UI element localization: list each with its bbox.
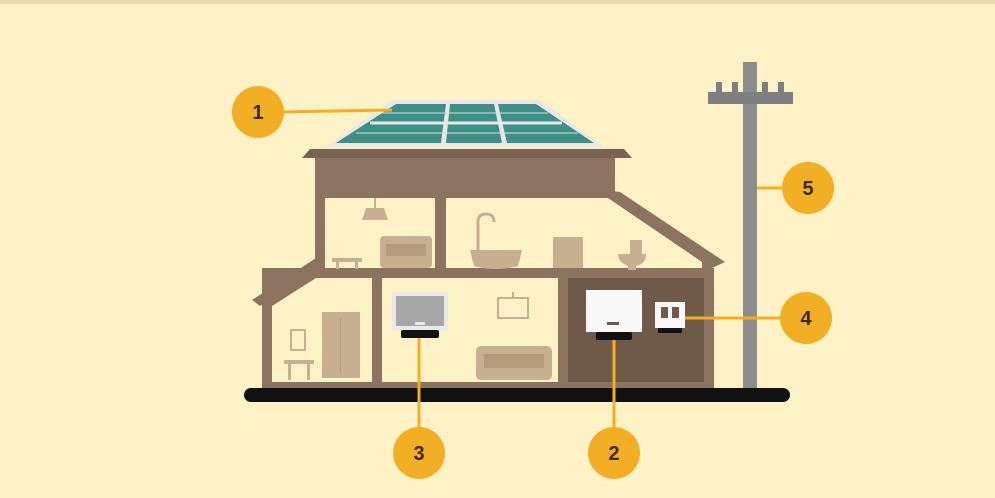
pendant-lamp-icon	[362, 208, 388, 220]
badge-circle	[232, 86, 284, 138]
left-wing-wall	[262, 266, 316, 310]
side-table	[332, 258, 362, 262]
side-table-leg	[355, 262, 358, 269]
meter-slot	[672, 307, 679, 318]
pole-insulator	[716, 82, 722, 92]
bathroom-cabinet	[553, 237, 583, 268]
badge-number: 1	[252, 102, 263, 124]
badge-number: 4	[800, 308, 812, 330]
side-table-leg	[336, 262, 339, 269]
pole-insulator	[732, 82, 738, 92]
inverter-casing	[586, 290, 642, 332]
armchair-cushion	[386, 244, 426, 256]
sofa-cushion	[484, 354, 544, 368]
toilet-icon	[618, 254, 646, 270]
inverter	[586, 290, 642, 340]
callout-badge-5: 5	[782, 162, 834, 214]
callout-badge-4: 4	[780, 292, 832, 344]
small-table	[284, 360, 314, 364]
electric-meter	[655, 302, 685, 333]
solar-panels	[326, 100, 604, 147]
bathtub-icon	[470, 250, 522, 269]
pole-shaft	[743, 62, 757, 392]
badge-circle	[780, 292, 832, 344]
ground-line	[244, 388, 790, 402]
utility-pole	[708, 62, 793, 392]
badge-number: 3	[413, 443, 424, 465]
small-table-leg	[307, 364, 310, 380]
pole-insulator	[778, 82, 784, 92]
callout-badge-2: 2	[588, 427, 640, 479]
pole-insulator	[762, 82, 768, 92]
battery-base	[401, 330, 439, 338]
wall-picture	[290, 329, 306, 351]
meter-base	[658, 328, 682, 333]
battery-led	[415, 322, 425, 325]
roof-eave	[302, 149, 632, 158]
badge-number: 5	[802, 178, 813, 200]
battery-unit	[392, 292, 448, 338]
meter-casing	[655, 302, 685, 328]
battery-panel	[396, 296, 444, 326]
faucet-icon	[476, 212, 496, 250]
house	[252, 100, 725, 392]
toilet-tank	[630, 240, 642, 254]
badge-number: 2	[608, 443, 619, 465]
leader-line-1	[279, 108, 393, 114]
badge-circle	[393, 427, 445, 479]
badge-circle	[782, 162, 834, 214]
meter-slot	[661, 307, 668, 318]
wardrobe-divider	[340, 318, 341, 372]
badge-circle	[588, 427, 640, 479]
top-edge	[0, 0, 995, 4]
callout-badge-1: 1	[232, 86, 284, 138]
callout-badge-3: 3	[393, 427, 445, 479]
leader-lines	[279, 108, 782, 430]
pole-crossarm	[708, 92, 793, 104]
small-table-leg	[288, 364, 291, 380]
inverter-base	[596, 332, 632, 340]
inverter-led	[607, 322, 619, 325]
